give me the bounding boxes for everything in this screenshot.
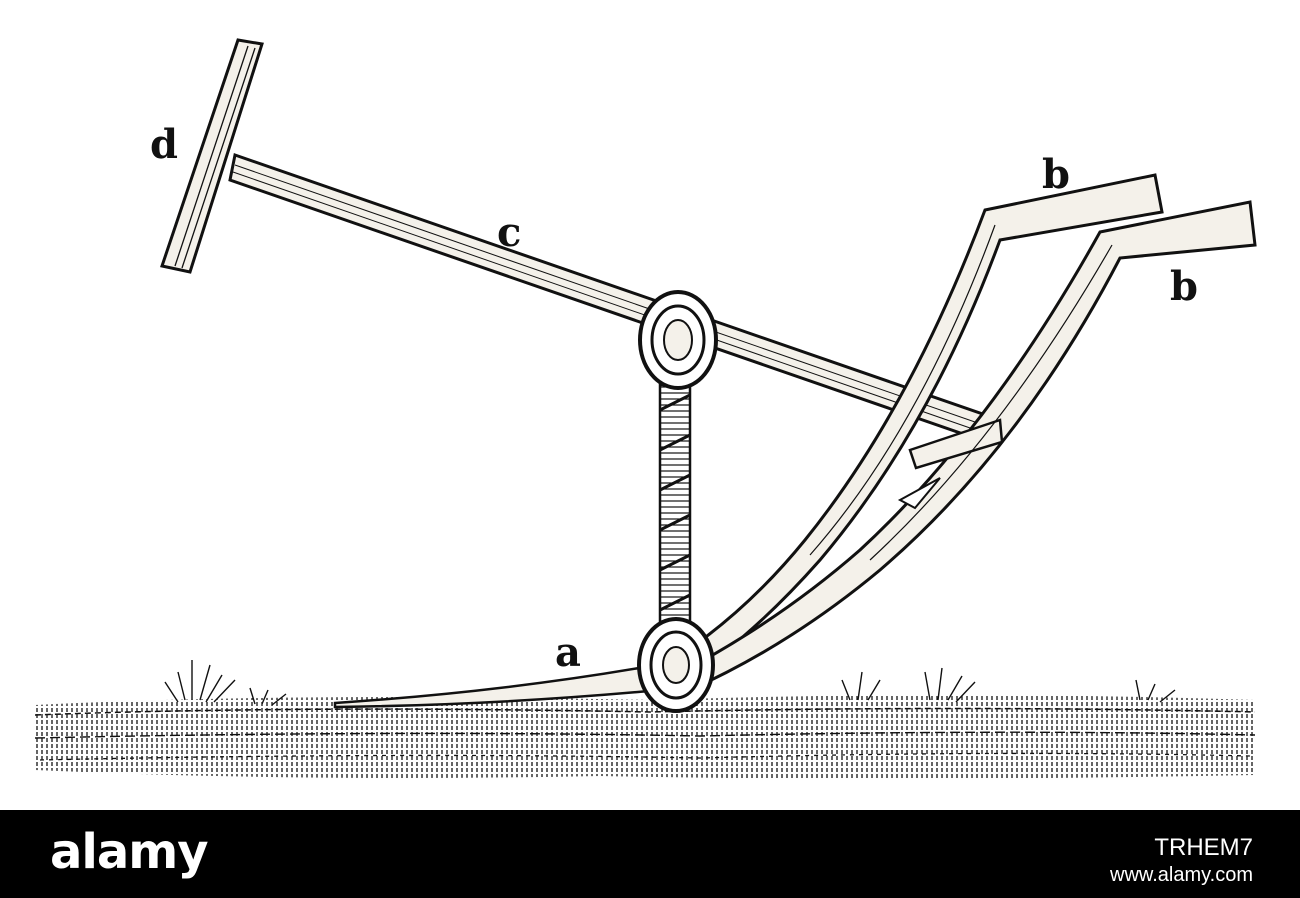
site-url: www.alamy.com xyxy=(1110,864,1253,886)
label-yoke: d xyxy=(150,121,178,168)
plough-handles xyxy=(658,173,1257,693)
ground xyxy=(34,695,1256,779)
label-handle-right: b xyxy=(1170,263,1198,310)
label-beam: c xyxy=(497,209,521,256)
brand-logo: alamy xyxy=(50,824,209,880)
lower-ring xyxy=(637,617,715,713)
image-id: TRHEM7 xyxy=(1154,834,1253,861)
watermark-footer: alamy TRHEM7 www.alamy.com xyxy=(0,810,1300,898)
plough-yoke xyxy=(160,38,264,274)
rope-strut xyxy=(658,383,692,627)
plough-illustration: d c b b a xyxy=(34,38,1257,779)
label-share: a xyxy=(555,629,581,676)
grass-tufts xyxy=(164,660,1176,706)
label-handle-left: b xyxy=(1042,151,1070,198)
upper-ring xyxy=(638,290,718,390)
plough-beam xyxy=(228,153,1002,447)
